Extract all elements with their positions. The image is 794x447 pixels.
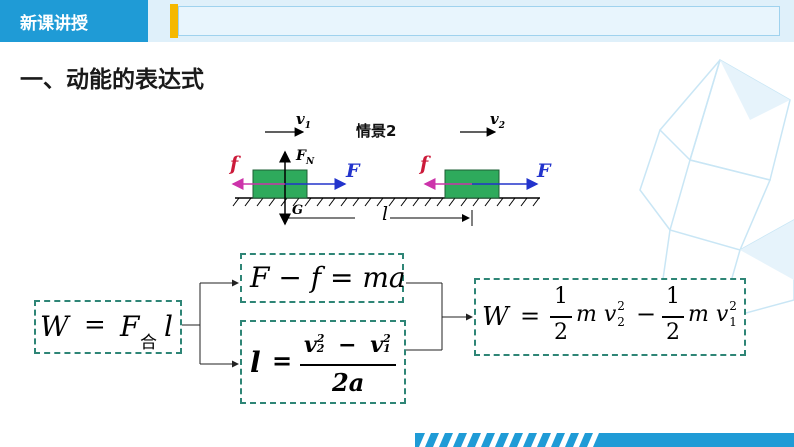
flow-connectors bbox=[182, 279, 473, 368]
result-half-1-num: 1 bbox=[554, 284, 568, 309]
length-symbol: l bbox=[164, 310, 173, 343]
result-half-1-den: 2 bbox=[554, 320, 568, 345]
kinematic-equation-box: l = v22 − v21 2a bbox=[240, 320, 406, 404]
work-equation-box: W = F 合 l bbox=[34, 300, 182, 354]
displacement-label: l bbox=[382, 203, 389, 225]
force-label-1: F bbox=[346, 160, 360, 182]
result-minus: − bbox=[636, 300, 657, 328]
newton-equation: F − f = ma bbox=[250, 261, 406, 294]
velocity-2-label: v2 bbox=[490, 110, 505, 131]
friction-label-2: f bbox=[420, 153, 429, 175]
header-tab-label: 新课讲授 bbox=[20, 14, 88, 34]
normal-force-label: FN bbox=[296, 148, 315, 167]
net-subscript: 合 bbox=[140, 333, 157, 353]
header-title-strip bbox=[178, 6, 780, 36]
result-equals: = bbox=[520, 302, 541, 330]
result-half-1-bar bbox=[550, 316, 572, 318]
kin-fraction-bar bbox=[300, 364, 396, 366]
kin-equals: = bbox=[272, 346, 293, 375]
result-work-symbol: W bbox=[482, 302, 509, 332]
work-symbol: W bbox=[40, 310, 69, 343]
velocity-1-label: v1 bbox=[296, 110, 311, 131]
result-half-2-num: 1 bbox=[666, 284, 680, 309]
newton-equation-box: F − f = ma bbox=[240, 253, 406, 303]
header-accent-bar bbox=[170, 4, 178, 38]
result-half-2-bar bbox=[662, 316, 684, 318]
kin-numerator: v22 − v21 bbox=[304, 332, 391, 358]
decorative-geometric-background bbox=[639, 58, 794, 322]
header-tab: 新课讲授 bbox=[0, 0, 148, 42]
bottom-decorative-stripes bbox=[415, 433, 794, 447]
force-symbol: F bbox=[120, 310, 140, 343]
result-half-2-den: 2 bbox=[666, 320, 680, 345]
ground-hatching bbox=[232, 197, 540, 207]
physics-scene-diagram bbox=[231, 127, 540, 226]
equals-sign: = bbox=[84, 310, 106, 340]
kin-length-symbol: l bbox=[250, 346, 261, 379]
scene-label: 情景2 bbox=[356, 122, 397, 140]
gravity-label: G bbox=[292, 203, 304, 218]
section-title: 一、动能的表达式 bbox=[20, 67, 204, 93]
friction-label-1: f bbox=[230, 153, 239, 175]
kin-denominator: 2a bbox=[332, 368, 365, 397]
force-label-2: F bbox=[537, 160, 551, 182]
